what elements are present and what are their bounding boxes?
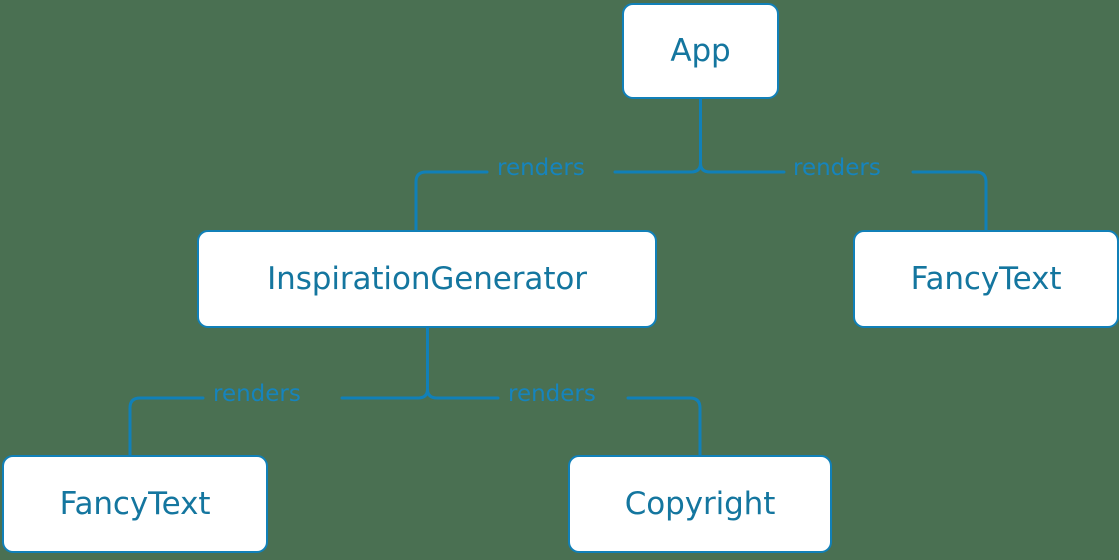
edge-label-app-fancytext: renders: [793, 155, 881, 181]
edge-app-trunk-right: [699, 161, 712, 174]
edge-app-trunk-left: [689, 97, 702, 174]
edge-label-app-inspgen: renders: [497, 155, 585, 181]
edge-inspgen-copyright: [626, 396, 702, 457]
node-copyright-label: Copyright: [624, 485, 776, 522]
node-fancytext-right[interactable]: FancyText: [853, 230, 1119, 328]
node-copyright[interactable]: Copyright: [568, 455, 832, 553]
edge-inspgen-trunk-left: [416, 326, 429, 400]
node-app-label: App: [670, 32, 731, 69]
edge-app-inspgen: [414, 170, 489, 232]
node-fancytext-left-label: FancyText: [59, 485, 211, 522]
node-fancytext-left[interactable]: FancyText: [2, 455, 268, 553]
edge-label-inspgen-copyright: renders: [508, 381, 596, 407]
edge-app-fancyright: [911, 170, 988, 232]
node-inspiration-generator-label: InspirationGenerator: [267, 260, 587, 297]
node-inspiration-generator[interactable]: InspirationGenerator: [197, 230, 657, 328]
edge-inspgen-fancyleft: [128, 396, 205, 457]
node-fancytext-right-label: FancyText: [910, 260, 1062, 297]
node-app[interactable]: App: [622, 3, 779, 99]
edge-label-inspgen-fancytext: renders: [213, 381, 301, 407]
edge-inspgen-trunk-right: [426, 387, 439, 400]
